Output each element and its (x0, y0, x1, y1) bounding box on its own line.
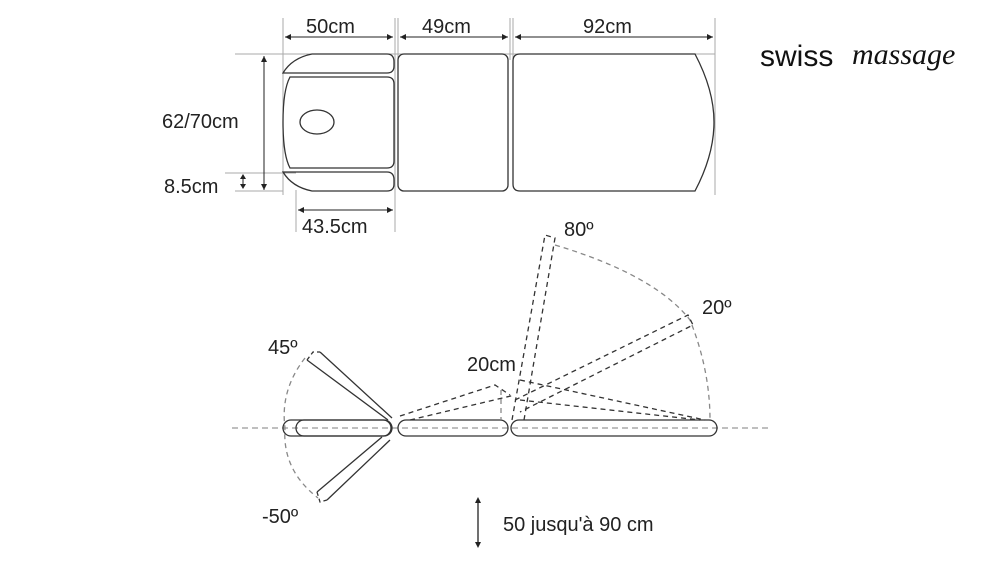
brand-part1: swiss (760, 40, 834, 73)
angle-head-down: -50º (262, 506, 299, 528)
height-range-label: 50 jusqu'à 90 cm (503, 514, 654, 536)
dim-head-length: 50cm (306, 16, 355, 38)
angle-back-min: 20º (702, 297, 732, 319)
dim-middle-length: 49cm (422, 16, 471, 38)
angle-back-max: 80º (564, 219, 594, 241)
angle-head-up: 45º (268, 337, 298, 359)
dim-armrest-length: 43.5cm (302, 216, 368, 238)
dim-width: 62/70cm (162, 111, 239, 133)
brand-logo: swiss massage (760, 36, 990, 96)
dim-armrest-width: 8.5cm (164, 176, 219, 198)
lift-label: 20cm (467, 354, 516, 376)
dim-back-length: 92cm (583, 16, 632, 38)
brand-part2: massage (852, 38, 956, 71)
